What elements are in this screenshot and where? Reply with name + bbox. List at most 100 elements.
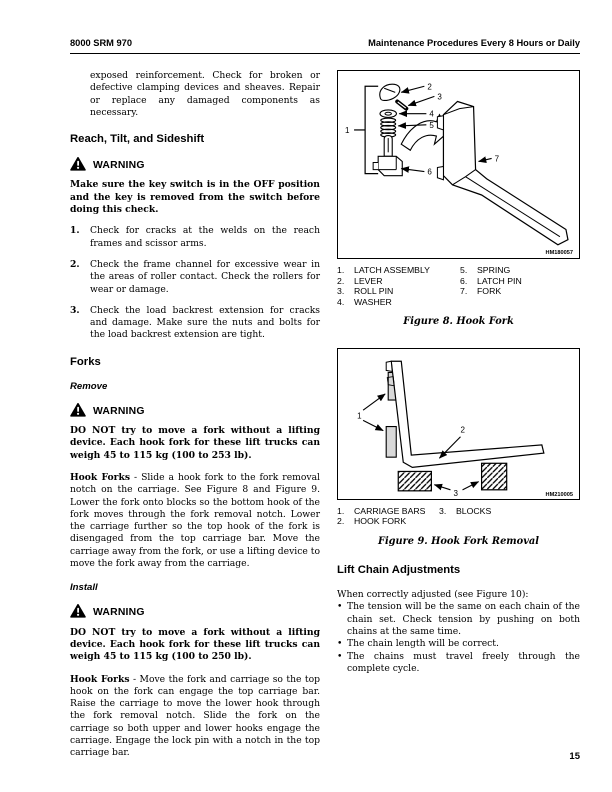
legend-num: 7. xyxy=(460,286,468,297)
legend-column: 5. SPRING 6. LATCH PIN 7. FORK xyxy=(460,265,522,307)
figure9-hook-fork-removal-diagram: 1 2 3 HM210005 xyxy=(357,360,573,498)
figure9-legend: 1.CARRIAGE BARS 2.HOOK FORK 3.BLOCKS xyxy=(337,506,580,527)
fig8-callout-2: 2 xyxy=(427,82,432,91)
washer-part xyxy=(379,109,397,119)
legend-label: BLOCKS xyxy=(456,505,492,516)
paragraph-text: - Slide a hook fork to the fork removal … xyxy=(70,471,320,570)
bullet-marker: • xyxy=(337,650,343,662)
fig8-callout-7: 7 xyxy=(495,154,500,163)
fig9-image-code: HM210005 xyxy=(546,492,573,498)
paragraph-lead: Hook Forks xyxy=(70,673,130,685)
callout-arrows xyxy=(397,85,492,173)
bullet-text: The chains must travel freely through th… xyxy=(347,650,580,674)
paragraph-text: - Move the fork and carriage so the top … xyxy=(70,673,320,759)
content-columns: exposed reinforcement. Check for broken … xyxy=(70,70,580,760)
lift-chain-intro: When correctly adjusted (see Figure 10): xyxy=(337,589,529,601)
header-rule xyxy=(70,53,580,54)
warning-text: DO NOT try to move a fork without a lift… xyxy=(70,425,320,461)
figure8-hook-fork-diagram: 1 2 3 4 5 6 7 HM180057 xyxy=(345,82,573,256)
fig8-callout-4: 4 xyxy=(429,110,434,119)
step-number: 1. xyxy=(70,225,80,237)
step-text: Check for cracks at the welds on the rea… xyxy=(90,225,320,249)
callout-arrows xyxy=(362,393,480,491)
legend-label: ROLL PIN xyxy=(354,286,394,297)
legend-label: HOOK FORK xyxy=(354,516,407,527)
legend-num: 3. xyxy=(337,286,345,297)
step-item: 3. Check the load backrest extension for… xyxy=(70,305,320,342)
hook-fork xyxy=(385,360,545,468)
legend-num: 2. xyxy=(337,516,345,527)
warning-block-header: WARNING xyxy=(70,604,320,622)
page-number: 15 xyxy=(569,750,580,762)
lever-part xyxy=(379,83,401,102)
header-doc-id: 8000 SRM 970 xyxy=(70,38,133,48)
figure9-box: 1 2 3 HM210005 xyxy=(337,347,580,500)
warning-label: WARNING xyxy=(93,607,145,619)
figure9-caption: Figure 9. Hook Fork Removal xyxy=(378,535,539,547)
legend-label: FORK xyxy=(477,286,502,297)
step-item: 2. Check the frame channel for excessive… xyxy=(70,259,320,296)
figure8-legend: 1. LATCH ASSEMBLY 2. LEVER 3. ROLL PIN 4. WA… xyxy=(337,265,580,307)
step-number: 3. xyxy=(70,304,80,316)
legend-column: 1. LATCH ASSEMBLY 2. LEVER 3. ROLL PIN 4. WA… xyxy=(337,265,460,307)
latch-assembly-bracket xyxy=(364,85,379,175)
warning-triangle-icon xyxy=(70,402,86,421)
fig8-callout-5: 5 xyxy=(429,121,434,130)
hook-forks-remove-paragraph: Hook Forks - Slide a hook fork to the fo… xyxy=(70,472,320,570)
fig9-callout-3: 3 xyxy=(453,489,458,498)
step-text: Check the load backrest extension for cr… xyxy=(90,304,320,341)
left-column: exposed reinforcement. Check for broken … xyxy=(70,70,320,760)
step-number: 2. xyxy=(70,258,80,270)
bullet-item: • The chain length will be correct. xyxy=(337,638,580,650)
heading-reach-tilt-sideshift: Reach, Tilt, and Sideshift xyxy=(70,133,205,146)
legend-label: WASHER xyxy=(354,296,392,307)
legend-label: LATCH ASSEMBLY xyxy=(354,265,430,275)
fig8-callout-3: 3 xyxy=(437,92,442,101)
roll-pin-part xyxy=(395,99,409,111)
legend-num: 6. xyxy=(460,275,468,286)
legend-column: 1.CARRIAGE BARS 2.HOOK FORK xyxy=(337,506,439,527)
continued-paragraph: exposed reinforcement. Check for broken … xyxy=(90,70,320,118)
fig8-callout-6: 6 xyxy=(427,168,432,177)
legend-label: SPRING xyxy=(477,265,511,275)
step-text: Check the frame channel for excessive we… xyxy=(90,258,320,295)
warning-triangle-icon xyxy=(70,157,86,175)
warning-triangle-icon xyxy=(70,604,86,622)
step-item: 1. Check for cracks at the welds on the … xyxy=(70,225,320,250)
legend-label: LEVER xyxy=(354,275,383,286)
hook-forks-install-paragraph: Hook Forks - Move the fork and carriage … xyxy=(70,674,320,760)
header-section-title: Maintenance Procedures Every 8 Hours or … xyxy=(368,38,580,48)
bullet-text: The tension will be the same on each cha… xyxy=(347,601,580,638)
legend-label: LATCH PIN xyxy=(477,275,522,286)
bullet-marker: • xyxy=(337,601,343,613)
bullet-text: The chain length will be correct. xyxy=(347,638,499,650)
support-blocks xyxy=(397,462,508,492)
warning-text: Make sure the key switch is in the OFF p… xyxy=(70,179,320,216)
legend-num: 3. xyxy=(439,505,447,516)
warning-text: DO NOT try to move a fork without a lift… xyxy=(70,626,320,663)
fig8-callout-1: 1 xyxy=(345,126,350,135)
fig9-callout-2: 2 xyxy=(461,425,466,434)
paragraph-lead: Hook Forks xyxy=(70,471,131,483)
figure8-box: 1 2 3 4 5 6 7 HM180057 xyxy=(337,70,580,259)
legend-num: 1. xyxy=(337,505,345,516)
legend-num: 5. xyxy=(460,265,468,275)
warning-label: WARNING xyxy=(93,405,145,417)
bullet-item: • The chains must travel freely through … xyxy=(337,651,580,676)
legend-column: 3. BLOCKS xyxy=(439,506,491,527)
subheading-install: Install xyxy=(70,582,98,594)
spring-part xyxy=(380,117,397,138)
figure8-caption: Figure 8. Hook Fork xyxy=(403,316,514,328)
warning-block-header: WARNING xyxy=(70,157,320,175)
legend-num: 1. xyxy=(337,265,345,275)
fig8-image-code: HM180057 xyxy=(546,250,573,256)
heading-forks: Forks xyxy=(70,355,101,368)
warning-label: WARNING xyxy=(93,160,145,172)
fig9-callout-1: 1 xyxy=(357,411,362,420)
legend-num: 4. xyxy=(337,296,345,307)
bullet-marker: • xyxy=(337,638,343,650)
legend-num: 2. xyxy=(337,275,345,286)
fork-part xyxy=(436,100,569,246)
bullet-item: • The tension will be the same on each c… xyxy=(337,601,580,638)
